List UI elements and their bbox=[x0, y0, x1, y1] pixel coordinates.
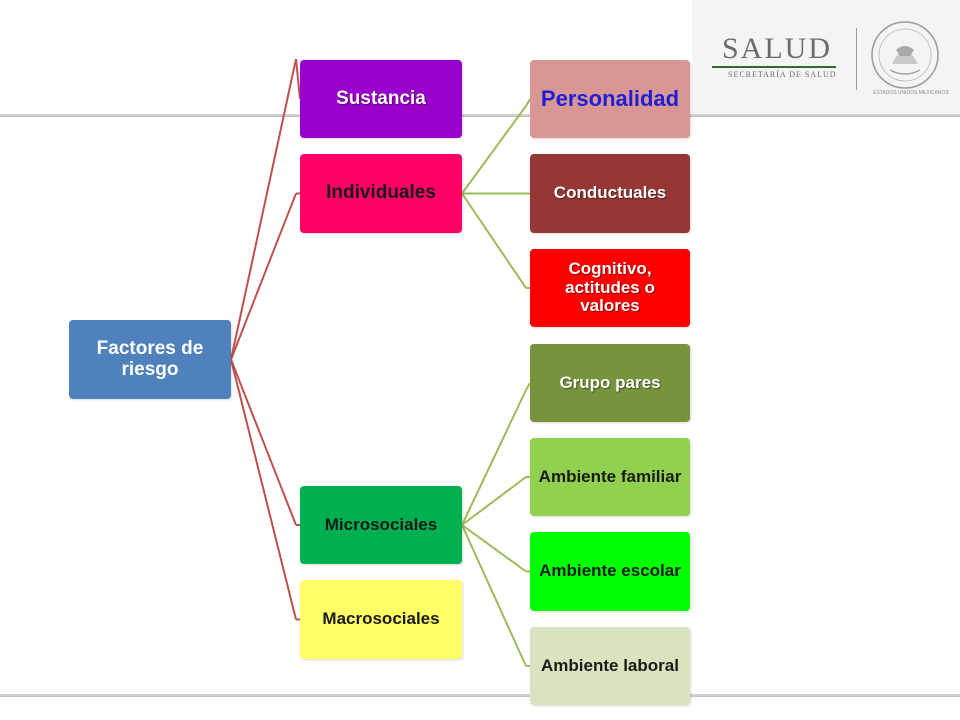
node-label: Conductuales bbox=[553, 183, 667, 203]
seal-text: ESTADOS UNIDOS MEXICANOS bbox=[873, 90, 949, 96]
branch-connector bbox=[461, 389, 527, 526]
branch-connector-tip bbox=[525, 382, 531, 391]
node-label: Cognitivo, actitudes o valores bbox=[565, 258, 655, 316]
root-connector-tip bbox=[295, 58, 301, 100]
node-individuales: Individuales bbox=[300, 154, 462, 233]
node-label: Sustancia bbox=[336, 87, 426, 109]
node-label: Grupo pares bbox=[559, 372, 661, 392]
root-connector bbox=[230, 193, 297, 360]
node-label: Personalidad bbox=[540, 85, 680, 111]
branch-connector bbox=[461, 524, 527, 573]
node-ambiente-escolar: Ambiente escolar bbox=[530, 532, 690, 611]
salud-logo-subtitle: SECRETARÍA DE SALUD bbox=[728, 70, 837, 79]
branch-connector bbox=[461, 105, 527, 195]
coat-of-arms-icon bbox=[871, 21, 939, 89]
node-label: Ambiente escolar bbox=[539, 561, 681, 581]
node-cognitivo-actitudes-valores: Cognitivo, actitudes o valores bbox=[530, 249, 690, 327]
node-grupo-pares: Grupo pares bbox=[530, 344, 690, 422]
branch-connector bbox=[461, 524, 527, 667]
root-connector bbox=[230, 359, 297, 526]
branch-connector bbox=[461, 192, 527, 289]
node-label: Individuales bbox=[326, 182, 436, 204]
node-label: Factores de riesgo bbox=[96, 337, 204, 380]
root-connector bbox=[230, 359, 297, 620]
node-microsociales: Microsociales bbox=[300, 486, 462, 564]
node-personalidad: Personalidad bbox=[530, 60, 690, 138]
node-ambiente-familiar: Ambiente familiar bbox=[530, 438, 690, 516]
logo-underline bbox=[712, 66, 836, 68]
node-macrosociales: Macrosociales bbox=[300, 580, 462, 659]
node-ambiente-laboral: Ambiente laboral bbox=[530, 627, 690, 705]
node-label: Microsociales bbox=[324, 514, 438, 534]
node-label: Ambiente laboral bbox=[541, 655, 679, 675]
logo-panel bbox=[692, 0, 960, 114]
header-divider-right bbox=[692, 114, 960, 117]
logo-separator bbox=[856, 28, 857, 90]
node-sustancia: Sustancia bbox=[300, 60, 462, 138]
node-label: Ambiente familiar bbox=[538, 466, 682, 486]
node-conductuales: Conductuales bbox=[530, 154, 690, 233]
branch-connector-tip bbox=[525, 98, 531, 107]
node-factores-de-riesgo: Factores de riesgo bbox=[69, 320, 231, 399]
branch-connector bbox=[461, 476, 527, 526]
footer-divider bbox=[0, 694, 960, 697]
salud-logo-text: SALUD bbox=[722, 32, 833, 65]
root-connector bbox=[230, 58, 297, 360]
node-label: Macrosociales bbox=[322, 609, 440, 629]
